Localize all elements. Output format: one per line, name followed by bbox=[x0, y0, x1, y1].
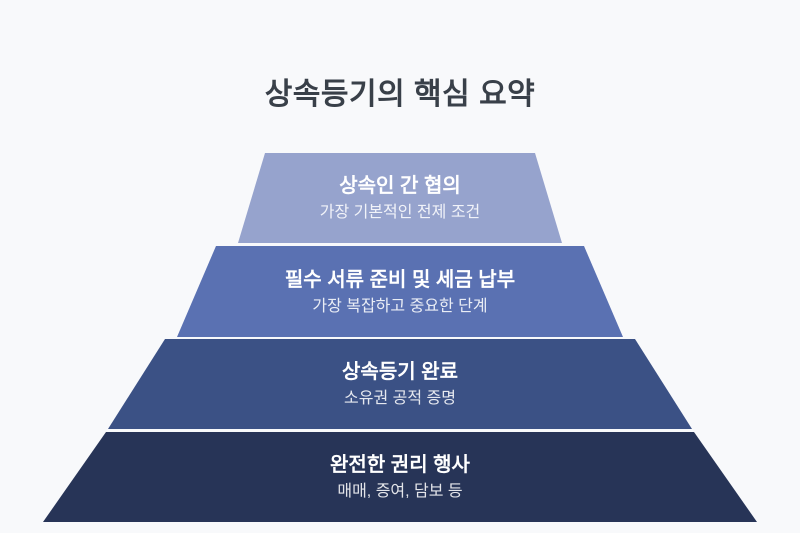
level-2-subtitle: 가장 복잡하고 중요한 단계 bbox=[312, 297, 488, 315]
level-1-heading: 상속인 간 협의 bbox=[339, 175, 461, 197]
level-3-subtitle: 소유권 공적 증명 bbox=[344, 390, 456, 407]
level-3-heading: 상속등기 완료 bbox=[342, 361, 458, 383]
level-1-subtitle: 가장 기본적인 전제 조건 bbox=[319, 204, 481, 221]
pyramid-level-2: 필수 서류 준비 및 세금 납부 가장 복잡하고 중요한 단계 bbox=[177, 246, 623, 337]
level-4-heading: 완전한 권리 행사 bbox=[330, 454, 470, 476]
level-4-subtitle: 매매, 증여, 담보 등 bbox=[337, 483, 463, 500]
pyramid-level-1: 상속인 간 협의 가장 기본적인 전제 조건 bbox=[238, 153, 562, 243]
pyramid-level-4: 완전한 권리 행사 매매, 증여, 담보 등 bbox=[43, 432, 757, 522]
level-2-heading: 필수 서류 준비 및 세금 납부 bbox=[284, 268, 516, 291]
page-title: 상속등기의 핵심 요약 bbox=[264, 78, 536, 111]
pyramid-level-3: 상속등기 완료 소유권 공적 증명 bbox=[108, 339, 692, 429]
